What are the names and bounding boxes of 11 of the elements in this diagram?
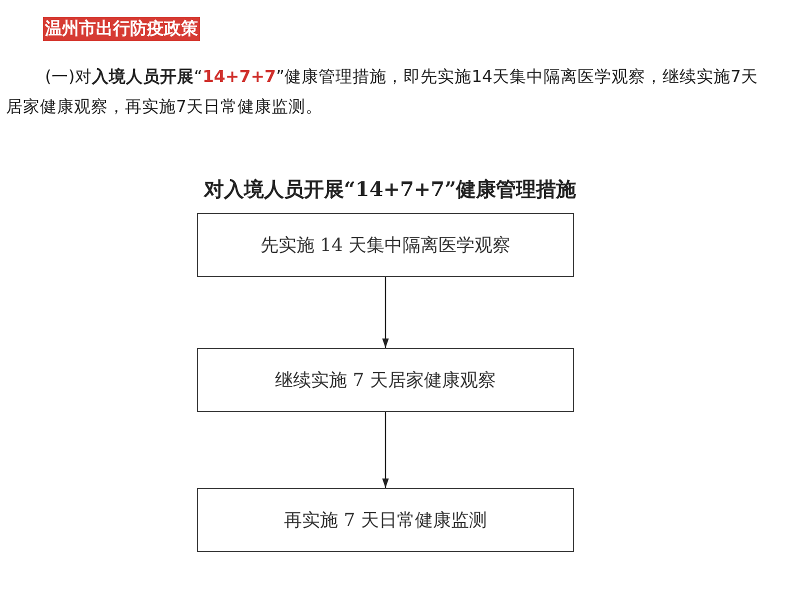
step-text: 继续实施 7 天居家健康观察 [275,369,496,392]
process-box [197,348,574,412]
section-heading: 温州市出行防疫政策 [43,17,200,41]
process-box [197,213,574,277]
arrow [382,412,389,488]
paragraph-text: (一)对入境人员开展“14+7+7”健康管理措施，即先实施14天集中隔离医学观察，继续实施7天居家健康观察，再实施7天日常健康监测。 [6,66,760,118]
step-text: 先实施 14 天集中隔离医学观察 [260,234,511,257]
arrow [382,277,389,348]
step-text: 再实施 7 天日常健康监测 [284,509,487,532]
diagram-title: 对入境人员开展“14+7+7”健康管理措施 [202,176,578,203]
process-box [197,488,574,552]
